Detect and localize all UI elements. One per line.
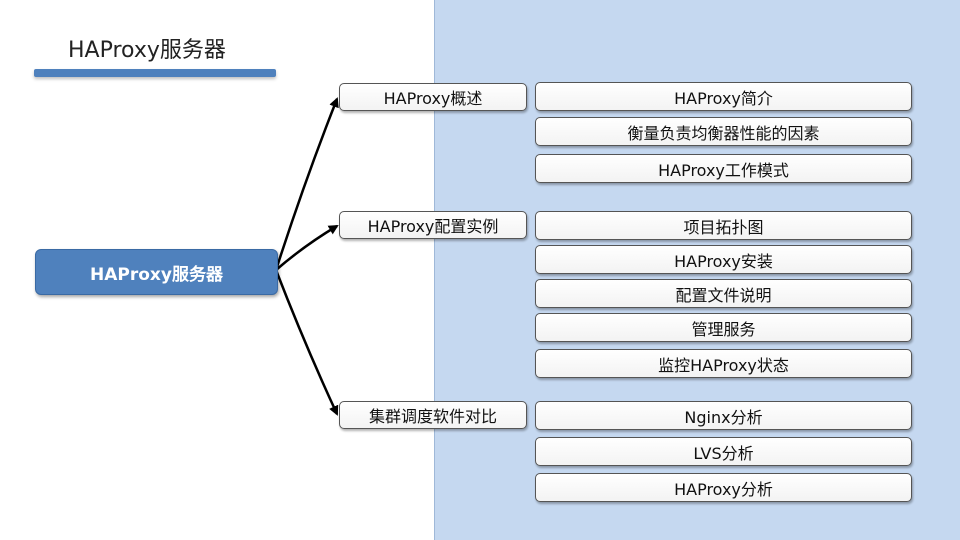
leaf-node: Nginx分析 <box>535 401 912 430</box>
leaf-node: LVS分析 <box>535 437 912 466</box>
branch-node-overview: HAProxy概述 <box>339 83 527 111</box>
root-node: HAProxy服务器 <box>35 249 278 295</box>
leaf-node: HAProxy分析 <box>535 473 912 502</box>
arrow-to-overview <box>274 97 339 271</box>
leaf-node: HAProxy工作模式 <box>535 154 912 183</box>
leaf-node: 监控HAProxy状态 <box>535 349 912 378</box>
leaf-node: 管理服务 <box>535 313 912 342</box>
branch-node-comparison: 集群调度软件对比 <box>339 401 527 429</box>
leaf-node: 配置文件说明 <box>535 279 912 308</box>
branch-node-config-example: HAProxy配置实例 <box>339 211 527 239</box>
arrow-to-comparison <box>274 269 339 416</box>
leaf-node: HAProxy简介 <box>535 82 912 111</box>
title-underline-bar <box>34 69 276 77</box>
arrow-to-config-example <box>275 224 339 271</box>
leaf-node: 项目拓扑图 <box>535 211 912 240</box>
leaf-node: 衡量负责均衡器性能的因素 <box>535 117 912 146</box>
leaf-node: HAProxy安装 <box>535 245 912 274</box>
slide-title: HAProxy服务器 <box>68 38 226 63</box>
